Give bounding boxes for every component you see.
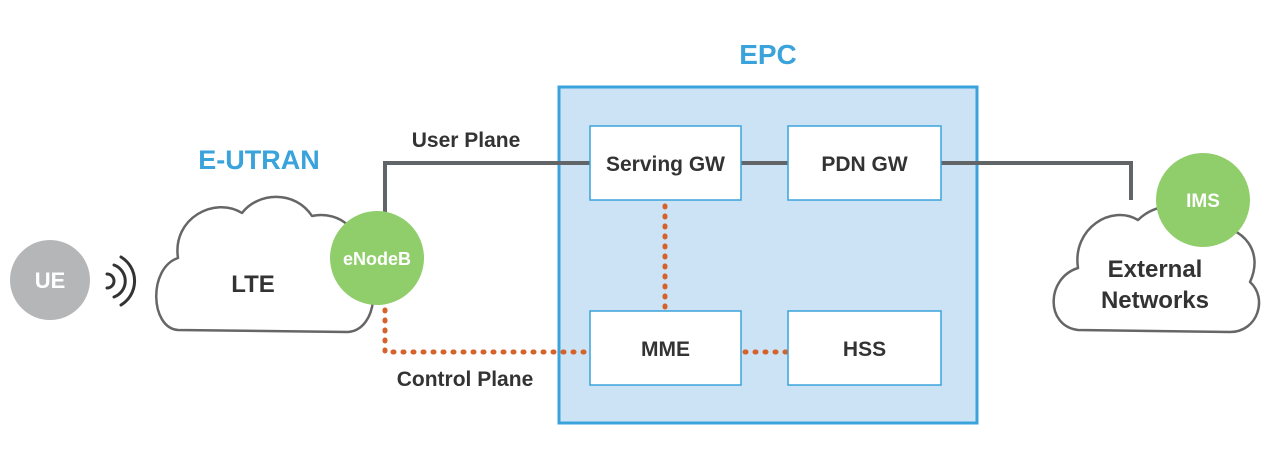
control-plane-line-enodeb-mme — [382, 307, 593, 355]
serving-gw-label: Serving GW — [606, 153, 725, 176]
epc-title: EPC — [739, 39, 797, 70]
mme-label: MME — [641, 338, 690, 361]
e-utran-title: E-UTRAN — [198, 145, 320, 175]
user-plane-line-enodeb-serving — [383, 161, 590, 214]
lte-label: LTE — [231, 271, 275, 298]
control-plane-label: Control Plane — [397, 368, 534, 391]
ue-device: UE — [10, 240, 90, 320]
user-plane-label: User Plane — [412, 129, 521, 152]
ims-label: IMS — [1186, 191, 1220, 212]
user-plane-line-pdn-external — [941, 161, 1133, 200]
ue-label: UE — [35, 268, 66, 293]
external-networks-label-line2: Networks — [1101, 287, 1209, 314]
radio-waves-icon — [105, 255, 137, 307]
serving-gw-node: Serving GW — [589, 125, 742, 201]
enodeb-label: eNodeB — [343, 249, 411, 269]
ims-node: IMS — [1156, 153, 1250, 247]
pdn-gw-node: PDN GW — [787, 125, 942, 201]
mme-node: MME — [589, 310, 742, 386]
external-networks-label-line1: External — [1108, 256, 1203, 283]
hss-node: HSS — [787, 310, 942, 386]
pdn-gw-label: PDN GW — [821, 153, 908, 176]
enodeb-node: eNodeB — [330, 211, 424, 305]
hss-label: HSS — [843, 338, 886, 361]
